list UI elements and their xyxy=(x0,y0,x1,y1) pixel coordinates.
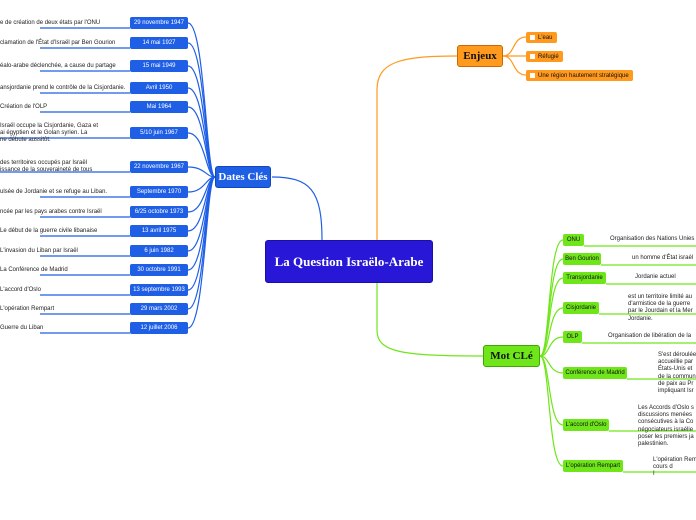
date-badge[interactable]: 13 avril 1975 xyxy=(130,225,188,237)
branch-enjeux[interactable]: Enjeux xyxy=(457,45,503,67)
enjeux-item[interactable]: Une région hautement stratégique xyxy=(526,70,633,81)
enjeux-item[interactable]: L'eau xyxy=(526,32,557,43)
mot-cle-term[interactable]: L'accord d'Oslo xyxy=(563,419,609,431)
mot-cle-definition: un homme d'État israél xyxy=(632,255,694,261)
mot-cle-definition: L'opération Rem cours d I xyxy=(653,457,696,478)
date-badge[interactable]: 5/10 juin 1967 xyxy=(130,127,188,139)
mot-cle-term[interactable]: ONU xyxy=(563,234,584,246)
enjeux-item[interactable]: Réfugié xyxy=(526,51,563,62)
mot-cle-term[interactable]: Ben Gourion xyxy=(563,253,601,265)
date-badge[interactable]: Avril 1950 xyxy=(130,82,188,94)
date-event-text: L'accord d'Oslo xyxy=(0,287,41,293)
date-badge[interactable]: 15 mai 1949 xyxy=(130,60,188,72)
date-event-text: Le début de la guerre civile libanaise xyxy=(0,228,98,234)
date-event-text: L'opération Rempart xyxy=(0,306,55,312)
date-badge[interactable]: 22 novembre 1967 xyxy=(130,161,188,173)
date-event-text: Guerre du Liban xyxy=(0,325,44,331)
date-badge[interactable]: 29 mars 2002 xyxy=(130,303,188,315)
date-event-text: ncée par les pays arabes contre Israël xyxy=(0,209,102,215)
branch-mot-cle[interactable]: Mot CLé xyxy=(483,345,540,367)
mot-cle-term[interactable]: OLP xyxy=(563,331,582,343)
date-event-text: des territoires occupés par Israël issan… xyxy=(0,160,93,174)
mot-cle-term[interactable]: Cisjordanie xyxy=(563,302,599,314)
checkbox-icon xyxy=(530,54,535,59)
date-event-text: clamation de l'État d'Israël par Ben Gou… xyxy=(0,40,116,46)
date-badge[interactable]: 6/25 octobre 1973 xyxy=(130,206,188,218)
enjeux-label: Une région hautement stratégique xyxy=(538,72,629,79)
date-event-text: Israël occupe la Cisjordanie, Gaza et ai… xyxy=(0,123,99,144)
mot-cle-definition: S'est déroulée accueillie par États-Unis… xyxy=(658,352,696,394)
date-badge[interactable]: 29 novembre 1947 xyxy=(130,17,188,29)
enjeux-label: L'eau xyxy=(538,34,553,41)
date-badge[interactable]: Mai 1964 xyxy=(130,101,188,113)
date-badge[interactable]: 13 septembre 1993 xyxy=(130,284,188,296)
checkbox-icon xyxy=(530,35,535,40)
mot-cle-definition: Les Accords d'Oslo s discussions menées … xyxy=(638,405,694,447)
date-event-text: ansjordanie prend le contrôle de la Cisj… xyxy=(0,85,126,91)
date-badge[interactable]: 12 juillet 2006 xyxy=(130,322,188,334)
date-event-text: e de création de deux états par l'ONU xyxy=(0,20,101,26)
date-event-text: La Conférence de Madrid xyxy=(0,267,68,273)
mot-cle-term[interactable]: L'opération Rempart xyxy=(563,460,623,472)
mot-cle-definition: Jordanie actuel xyxy=(635,274,676,280)
mot-cle-definition: Organisation de libération de la xyxy=(608,333,692,339)
date-badge[interactable]: 6 juin 1982 xyxy=(130,245,188,257)
mot-cle-definition: est un territoire limité au d'armistice … xyxy=(628,294,693,322)
mot-cle-term[interactable]: Conférence de Madrid xyxy=(563,367,627,379)
date-event-text: ulsée de Jordanie et se refuge au Liban. xyxy=(0,189,108,195)
enjeux-label: Réfugié xyxy=(538,53,559,60)
date-badge[interactable]: 30 octobre 1991 xyxy=(130,264,188,276)
checkbox-icon xyxy=(530,73,535,78)
date-badge[interactable]: Septembre 1970 xyxy=(130,186,188,198)
date-event-text: éalo-arabe déclenchée, a cause du partag… xyxy=(0,63,116,69)
date-event-text: Création de l'OLP xyxy=(0,104,48,110)
branch-dates-cles[interactable]: Dates Clés xyxy=(215,166,271,188)
date-badge[interactable]: 14 mai 1927 xyxy=(130,37,188,49)
mot-cle-term[interactable]: Transjordanie xyxy=(563,272,606,284)
central-topic[interactable]: La Question Israëlo-Arabe xyxy=(265,240,433,283)
date-event-text: L'invasion du Liban par Israël xyxy=(0,248,78,254)
mot-cle-definition: Organisation des Nations Unies xyxy=(610,236,695,242)
